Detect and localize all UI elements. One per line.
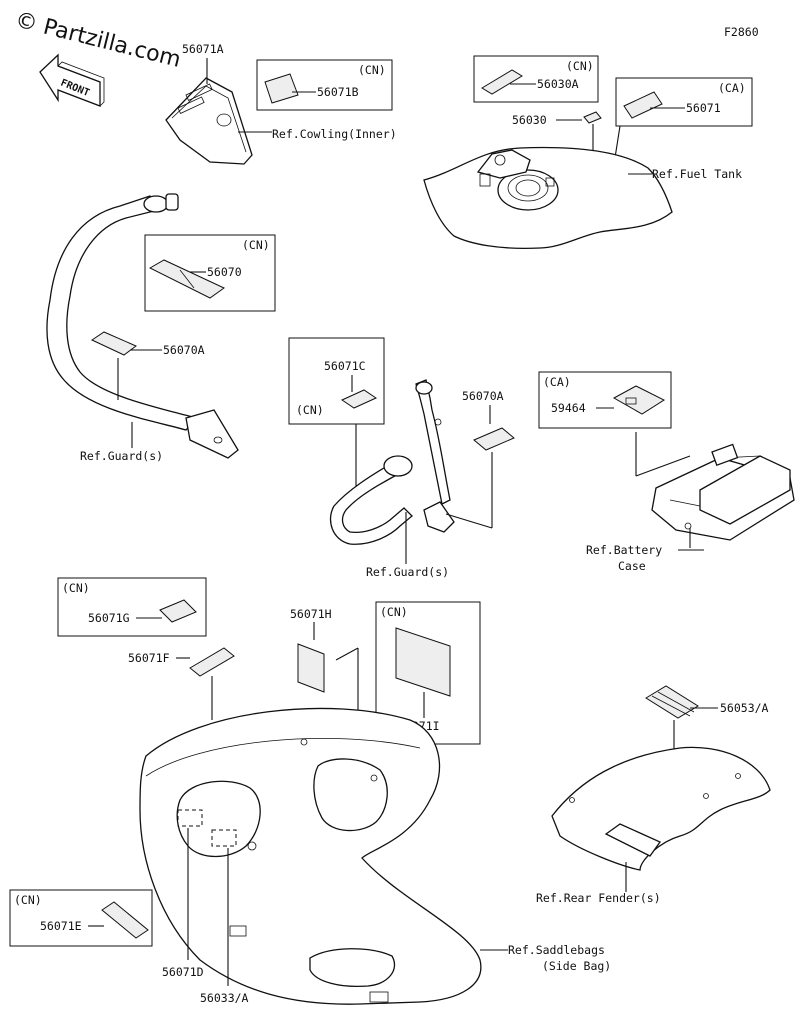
part-56071F-label: 56071F [128, 651, 170, 665]
saddlebag-part [139, 707, 482, 1005]
sticker-56030A [481, 69, 523, 95]
watermark: © Partzilla.com [13, 8, 184, 73]
ref-saddlebags-label-1: Ref.Saddlebags [508, 943, 605, 957]
sticker-56070A-left [90, 331, 137, 356]
part-56071G-label: 56071G [88, 611, 130, 625]
figure-code: F2860 [724, 25, 759, 39]
ref-saddlebags-label-2: (Side Bag) [542, 959, 611, 973]
front-arrow-icon: FRONT [39, 53, 105, 107]
part-56070A-mid-label: 56070A [462, 389, 504, 403]
fuel-tank-part [423, 146, 673, 250]
part-59464-label: 59464 [551, 401, 586, 415]
sticker-56030 [583, 111, 602, 124]
sticker-56071F [189, 647, 235, 677]
part-56071C-label: 56071C [324, 359, 366, 373]
sticker-56070A-mid [473, 427, 515, 451]
cn-box-56030A [473, 55, 599, 103]
ref-rear-fender-label: Ref.Rear Fender(s) [536, 891, 661, 905]
ca-box-56071 [615, 77, 753, 127]
ref-battery-label-1: Ref.Battery [586, 543, 662, 557]
cn-tag: (CN) [566, 59, 594, 73]
part-56030-label: 56030 [512, 113, 547, 127]
part-56071-label: 56071 [686, 101, 721, 115]
cn-tag: (CN) [242, 238, 270, 252]
cowling-inner-part [165, 77, 253, 165]
cn-tag: (CN) [380, 605, 408, 619]
part-56071E-label: 56071E [40, 919, 82, 933]
ref-guard-left-label: Ref.Guard(s) [80, 449, 163, 463]
sticker-56071 [623, 91, 663, 119]
sticker-56071C [340, 389, 378, 409]
cn-tag: (CN) [62, 581, 90, 595]
left-guard-part [46, 193, 239, 459]
part-56030A-label: 56030A [537, 77, 579, 91]
cn-box-56071B [256, 59, 393, 111]
cn-tag: (CN) [14, 893, 42, 907]
ref-fuel-tank-label: Ref.Fuel Tank [652, 167, 742, 181]
ca-tag: (CA) [718, 81, 746, 95]
part-56071B-label: 56071B [317, 85, 359, 99]
sticker-59464 [612, 385, 666, 415]
sticker-56071H [297, 643, 325, 693]
middle-guard-part [329, 379, 455, 545]
sticker-56071G [159, 599, 197, 623]
rear-fender-part [551, 746, 771, 871]
ref-cowling-label: Ref.Cowling(Inner) [272, 127, 397, 141]
ref-battery-label-2: Case [618, 559, 646, 573]
cn-tag: (CN) [296, 403, 324, 417]
sticker-56053A [645, 685, 699, 719]
battery-case-part [651, 443, 795, 541]
part-56033A-label: 56033/A [200, 991, 249, 1005]
part-56070-label: 56070 [207, 265, 242, 279]
part-56071D-label: 56071D [162, 965, 204, 979]
cn-tag: (CN) [358, 63, 386, 77]
ref-guard-mid-label: Ref.Guard(s) [366, 565, 449, 579]
part-56071H-label: 56071H [290, 607, 332, 621]
sticker-56071E [101, 901, 149, 939]
part-56070A-left-label: 56070A [163, 343, 205, 357]
sticker-56071I [395, 627, 451, 697]
ca-tag: (CA) [543, 375, 571, 389]
cn-box-56071C [288, 337, 385, 425]
sticker-56071B [264, 73, 299, 104]
part-56053A-label: 56053/A [720, 701, 769, 715]
sticker-56033A [211, 829, 237, 847]
part-56071A-label: 56071A [182, 42, 224, 56]
sticker-56071D [177, 809, 203, 827]
